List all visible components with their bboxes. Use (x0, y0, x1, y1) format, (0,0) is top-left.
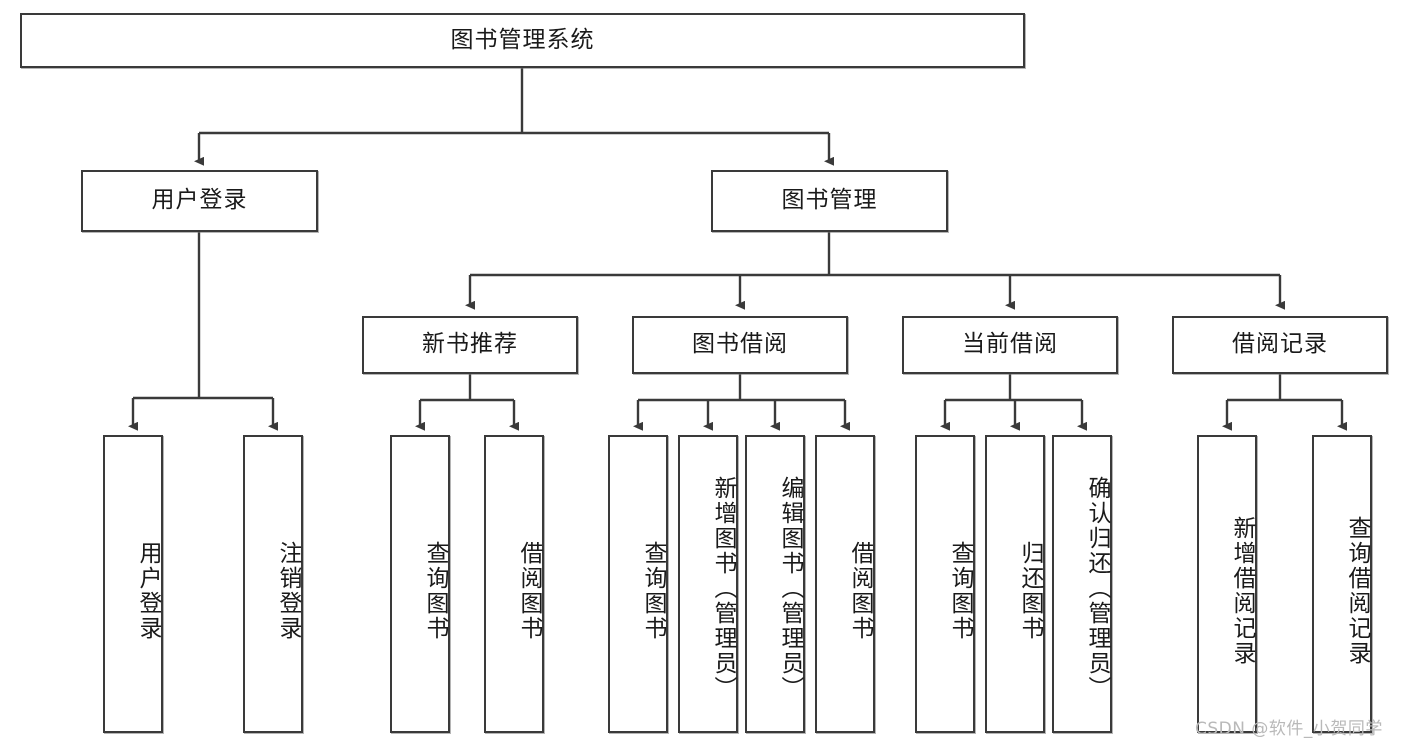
node-book-management[interactable]: 图书管理 (711, 170, 948, 232)
node-new-book-recommend[interactable]: 新书推荐 (362, 316, 578, 374)
node-leaf-add-borrow-record[interactable]: 新增借阅记录 (1197, 435, 1257, 733)
node-label: 归还图书 (1017, 541, 1043, 641)
node-leaf-user-login[interactable]: 用户登录 (103, 435, 163, 733)
node-leaf-query-book-current[interactable]: 查询图书 (915, 435, 975, 733)
node-label: 借阅图书 (516, 541, 542, 641)
node-label: 查询借阅记录 (1344, 516, 1370, 666)
node-label: 图书借阅 (692, 331, 788, 358)
node-label: 新增借阅记录 (1229, 516, 1255, 666)
node-label: 确认归还（管理员） (1084, 475, 1110, 701)
node-label: 注销登录 (275, 541, 301, 641)
csdn-watermark: CSDN @软件_小贺同学 (1195, 719, 1383, 739)
node-label: 图书管理 (781, 187, 878, 214)
node-label: 用户登录 (135, 541, 161, 641)
node-label: 查询图书 (640, 541, 666, 641)
node-leaf-borrow-book[interactable]: 借阅图书 (815, 435, 875, 733)
node-label: 新增图书（管理员） (710, 475, 736, 701)
node-label: 编辑图书（管理员） (777, 475, 803, 701)
node-leaf-return-book[interactable]: 归还图书 (985, 435, 1045, 733)
node-label: 图书管理系统 (450, 26, 595, 53)
node-leaf-edit-book-admin[interactable]: 编辑图书（管理员） (745, 435, 805, 733)
node-leaf-borrow-book-recommend[interactable]: 借阅图书 (484, 435, 544, 733)
node-system-root[interactable]: 图书管理系统 (20, 13, 1025, 68)
node-user-login[interactable]: 用户登录 (81, 170, 318, 232)
node-leaf-logout-login[interactable]: 注销登录 (243, 435, 303, 733)
node-leaf-query-book-borrow[interactable]: 查询图书 (608, 435, 668, 733)
node-borrow-record[interactable]: 借阅记录 (1172, 316, 1388, 374)
node-current-borrow[interactable]: 当前借阅 (902, 316, 1118, 374)
node-label: 借阅图书 (847, 541, 873, 641)
node-book-borrow[interactable]: 图书借阅 (632, 316, 848, 374)
node-label: 新书推荐 (422, 331, 518, 358)
node-leaf-add-book-admin[interactable]: 新增图书（管理员） (678, 435, 738, 733)
node-leaf-query-borrow-record[interactable]: 查询借阅记录 (1312, 435, 1372, 733)
node-leaf-confirm-return-admin[interactable]: 确认归还（管理员） (1052, 435, 1112, 733)
node-label: 查询图书 (947, 541, 973, 641)
node-label: 查询图书 (422, 541, 448, 641)
node-label: 当前借阅 (962, 331, 1058, 358)
node-leaf-query-book-recommend[interactable]: 查询图书 (390, 435, 450, 733)
node-label: 借阅记录 (1232, 331, 1328, 358)
node-label: 用户登录 (151, 187, 248, 214)
